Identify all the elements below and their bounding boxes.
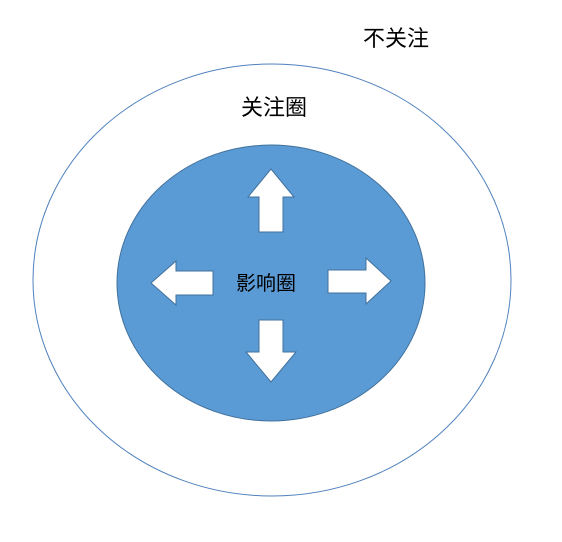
label-outside-concern: 不关注 <box>363 27 429 52</box>
arrow-group <box>150 168 392 383</box>
label-circle-of-concern: 关注圈 <box>241 96 307 121</box>
arrow-up-icon <box>246 168 296 233</box>
arrow-right-icon <box>327 256 392 306</box>
outer-circle-concern <box>32 63 512 497</box>
inner-circle-outline <box>116 144 426 422</box>
arrow-left-icon <box>150 259 214 307</box>
label-circle-of-influence: 影响圈 <box>236 271 296 295</box>
inner-circle-influence <box>117 145 425 421</box>
arrow-down-icon <box>244 319 298 383</box>
